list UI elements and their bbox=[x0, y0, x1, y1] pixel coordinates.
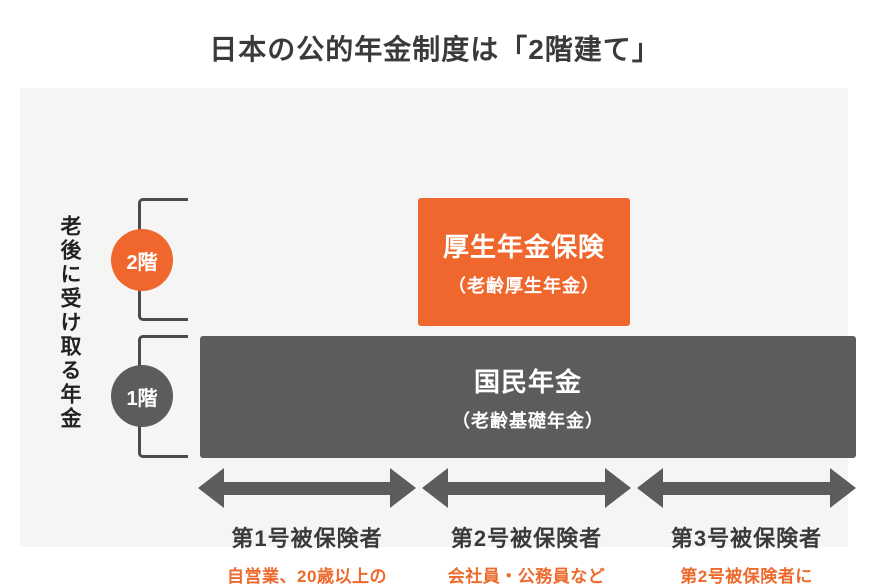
category3-label: 第3号被保険者 bbox=[670, 526, 823, 551]
category3-range-arrow bbox=[637, 468, 856, 508]
category2-description: 会社員・公務員など bbox=[447, 567, 606, 584]
diagram-panel: 老後に受け取る年金 2階 1階 厚生年金保険 （老齢厚生年金） 国民年金 （老齢… bbox=[20, 88, 856, 584]
national-pension-title: 国民年金 bbox=[473, 366, 582, 397]
side-axis-label: 老後に受け取る年金 bbox=[58, 215, 81, 431]
floor2-badge: 2階 bbox=[111, 229, 173, 291]
floor1-badge: 1階 bbox=[111, 365, 173, 427]
category3-description: 第2号被保険者に 扶養される配偶者 bbox=[680, 567, 813, 584]
employees-pension-box: 厚生年金保険 （老齢厚生年金） bbox=[418, 198, 630, 326]
national-pension-subtitle: （老齢基礎年金） bbox=[452, 410, 604, 431]
arrow-right-head-icon bbox=[605, 468, 631, 508]
arrow-shaft bbox=[224, 481, 390, 495]
category2-label: 第2号被保険者 bbox=[450, 526, 603, 551]
employees-pension-subtitle: （老齢厚生年金） bbox=[448, 275, 600, 296]
arrow-shaft bbox=[663, 481, 830, 495]
arrow-right-head-icon bbox=[390, 468, 416, 508]
category2-range-arrow bbox=[422, 468, 631, 508]
employees-pension-title: 厚生年金保険 bbox=[442, 231, 605, 262]
diagram-title: 日本の公的年金制度は「2階建て」 bbox=[209, 34, 661, 65]
arrow-shaft bbox=[448, 481, 605, 495]
arrow-left-head-icon bbox=[422, 468, 448, 508]
arrow-right-head-icon bbox=[830, 468, 856, 508]
category1-range-arrow bbox=[198, 468, 416, 508]
national-pension-box: 国民年金 （老齢基礎年金） bbox=[200, 336, 856, 458]
arrow-left-head-icon bbox=[198, 468, 224, 508]
arrow-left-head-icon bbox=[637, 468, 663, 508]
category1-label: 第1号被保険者 bbox=[231, 526, 383, 551]
category1-description: 自営業、20歳以上の 学生など bbox=[227, 567, 387, 584]
